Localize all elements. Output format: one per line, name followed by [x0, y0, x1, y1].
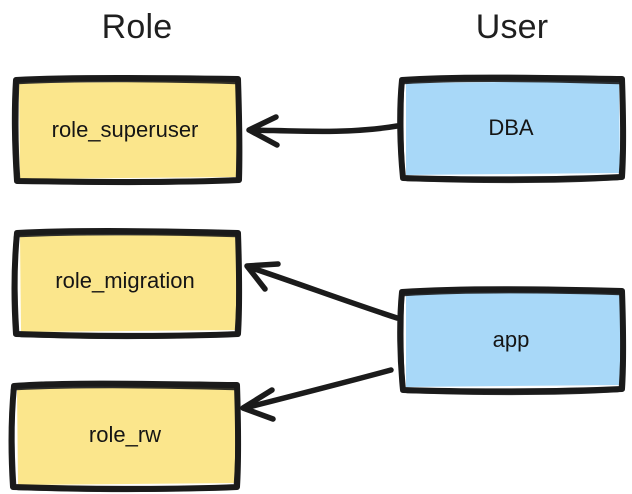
- node-role-rw[interactable]: [8, 380, 242, 492]
- node-role-superuser-outline-overstroke: [14, 77, 241, 185]
- node-dba-fill: [406, 81, 620, 175]
- column-heading-user: User: [475, 8, 549, 46]
- node-app[interactable]: [397, 286, 627, 395]
- edge-dba-to-role-superuser-arrowhead: [246, 114, 280, 148]
- edge-app-to-role-rw-line: [242, 367, 394, 411]
- edge-app-to-role-migration[interactable]: [244, 261, 400, 321]
- node-role-rw-fill: [17, 386, 237, 485]
- column-heading-role: Role: [101, 8, 173, 46]
- edge-dba-to-role-superuser-line: [248, 123, 400, 135]
- node-app-fill: [406, 290, 621, 387]
- node-role-rw-outline-overstroke: [10, 383, 240, 492]
- edge-app-to-role-rw-arrowhead: [240, 387, 276, 422]
- node-role-migration-outline-overstroke: [13, 230, 241, 339]
- edge-app-to-role-migration-line: [246, 264, 400, 321]
- edge-app-to-role-migration-arrowhead: [244, 261, 281, 292]
- node-role-migration-fill: [20, 234, 238, 332]
- node-app-outline-overstroke: [399, 289, 625, 395]
- edge-app-to-role-rw[interactable]: [240, 367, 394, 422]
- edge-dba-to-role-superuser[interactable]: [246, 114, 400, 148]
- node-role-superuser-fill: [19, 81, 238, 179]
- node-dba[interactable]: [397, 74, 627, 183]
- node-dba-outline-overstroke: [399, 77, 625, 183]
- node-role-migration[interactable]: [11, 228, 243, 339]
- node-role-superuser[interactable]: [11, 75, 243, 185]
